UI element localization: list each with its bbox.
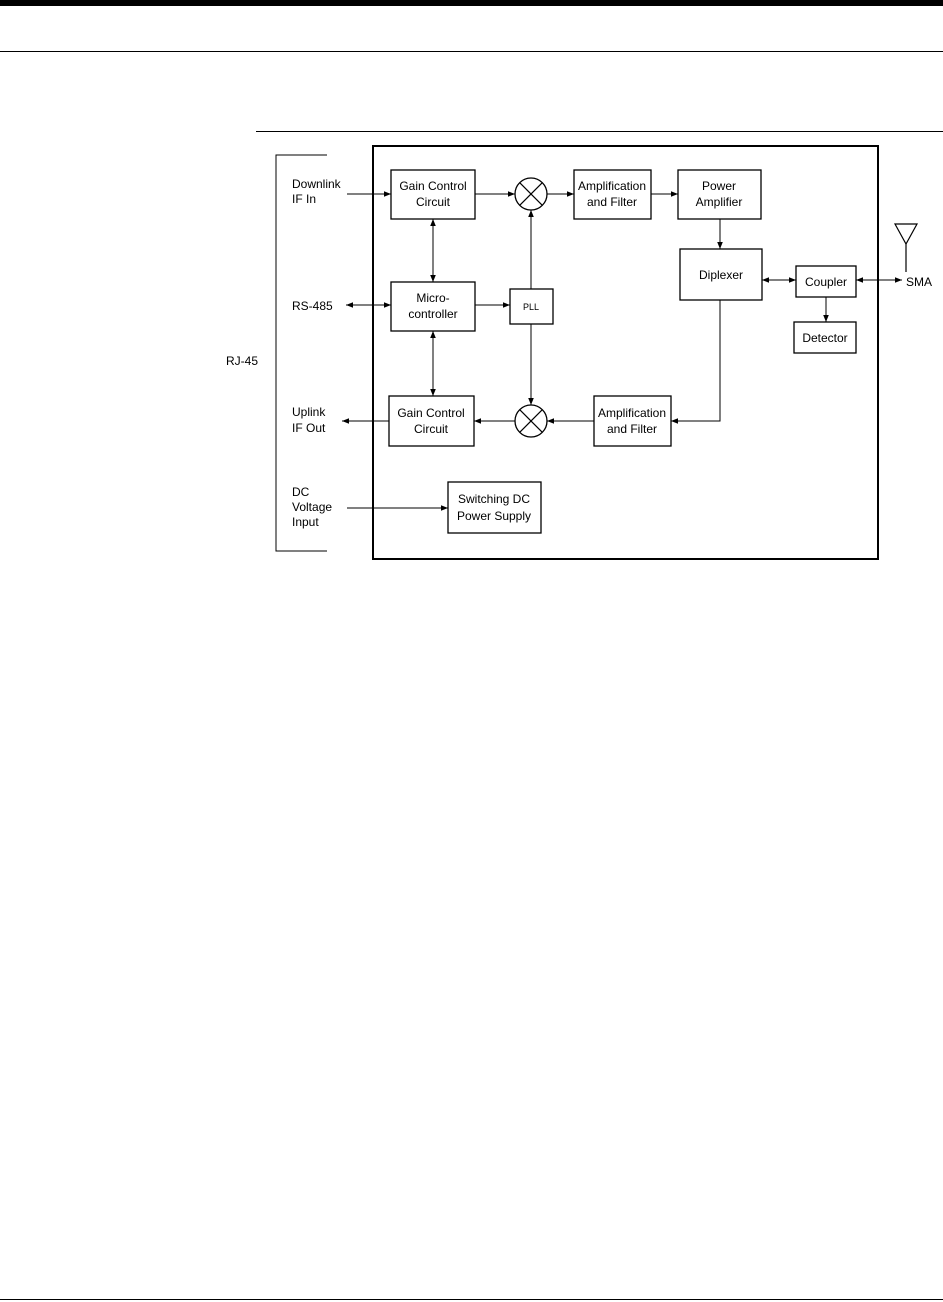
- dc-voltage-input-line1: DC: [292, 485, 310, 499]
- power-amplifier-line2: Amplifier: [696, 195, 743, 209]
- amp-filter-top-line1: Amplification: [578, 179, 646, 193]
- switching-dc-block: Switching DC Power Supply: [448, 482, 541, 533]
- diplexer-label: Diplexer: [699, 268, 743, 282]
- microcontroller-line1: Micro-: [416, 291, 449, 305]
- downlink-if-in-line2: IF In: [292, 192, 316, 206]
- mixer-top-icon: [515, 178, 547, 210]
- dc-voltage-input-line3: Input: [292, 515, 319, 529]
- amp-filter-top-line2: and Filter: [587, 195, 637, 209]
- amp-filter-top-block: Amplification and Filter: [574, 170, 651, 219]
- mixer-bottom-icon: [515, 405, 547, 437]
- switching-dc-line2: Power Supply: [457, 509, 531, 523]
- detector-block: Detector: [794, 322, 856, 353]
- rs485-label: RS-485: [292, 299, 333, 313]
- dc-voltage-input-line2: Voltage: [292, 500, 332, 514]
- gain-control-bottom-block: Gain Control Circuit: [389, 396, 474, 446]
- power-amplifier-block: Power Amplifier: [678, 170, 761, 219]
- microcontroller-line2: controller: [408, 307, 457, 321]
- detector-label: Detector: [802, 331, 847, 345]
- gain-control-top-line1: Gain Control: [399, 179, 466, 193]
- amp-filter-bottom-line2: and Filter: [607, 422, 657, 436]
- power-amplifier-line1: Power: [702, 179, 736, 193]
- amp-filter-bottom-block: Amplification and Filter: [594, 396, 671, 446]
- diplexer-block: Diplexer: [680, 249, 762, 300]
- amp-filter-bottom-line1: Amplification: [598, 406, 666, 420]
- switching-dc-line1: Switching DC: [458, 492, 530, 506]
- coupler-label: Coupler: [805, 275, 847, 289]
- downlink-if-in-line1: Downlink: [292, 177, 342, 191]
- coupler-block: Coupler: [796, 266, 856, 297]
- uplink-if-out-line2: IF Out: [292, 421, 326, 435]
- rj45-label: RJ-45: [226, 354, 258, 368]
- pll-block: PLL: [510, 289, 553, 324]
- pll-label: PLL: [523, 302, 539, 312]
- sma-label: SMA: [906, 275, 932, 289]
- uplink-if-out-line1: Uplink: [292, 405, 326, 419]
- gain-control-top-block: Gain Control Circuit: [391, 170, 475, 219]
- antenna-icon: [895, 224, 917, 272]
- gain-control-bottom-line2: Circuit: [414, 422, 449, 436]
- gain-control-top-line2: Circuit: [416, 195, 451, 209]
- gain-control-bottom-line1: Gain Control: [397, 406, 464, 420]
- microcontroller-block: Micro- controller: [391, 282, 475, 331]
